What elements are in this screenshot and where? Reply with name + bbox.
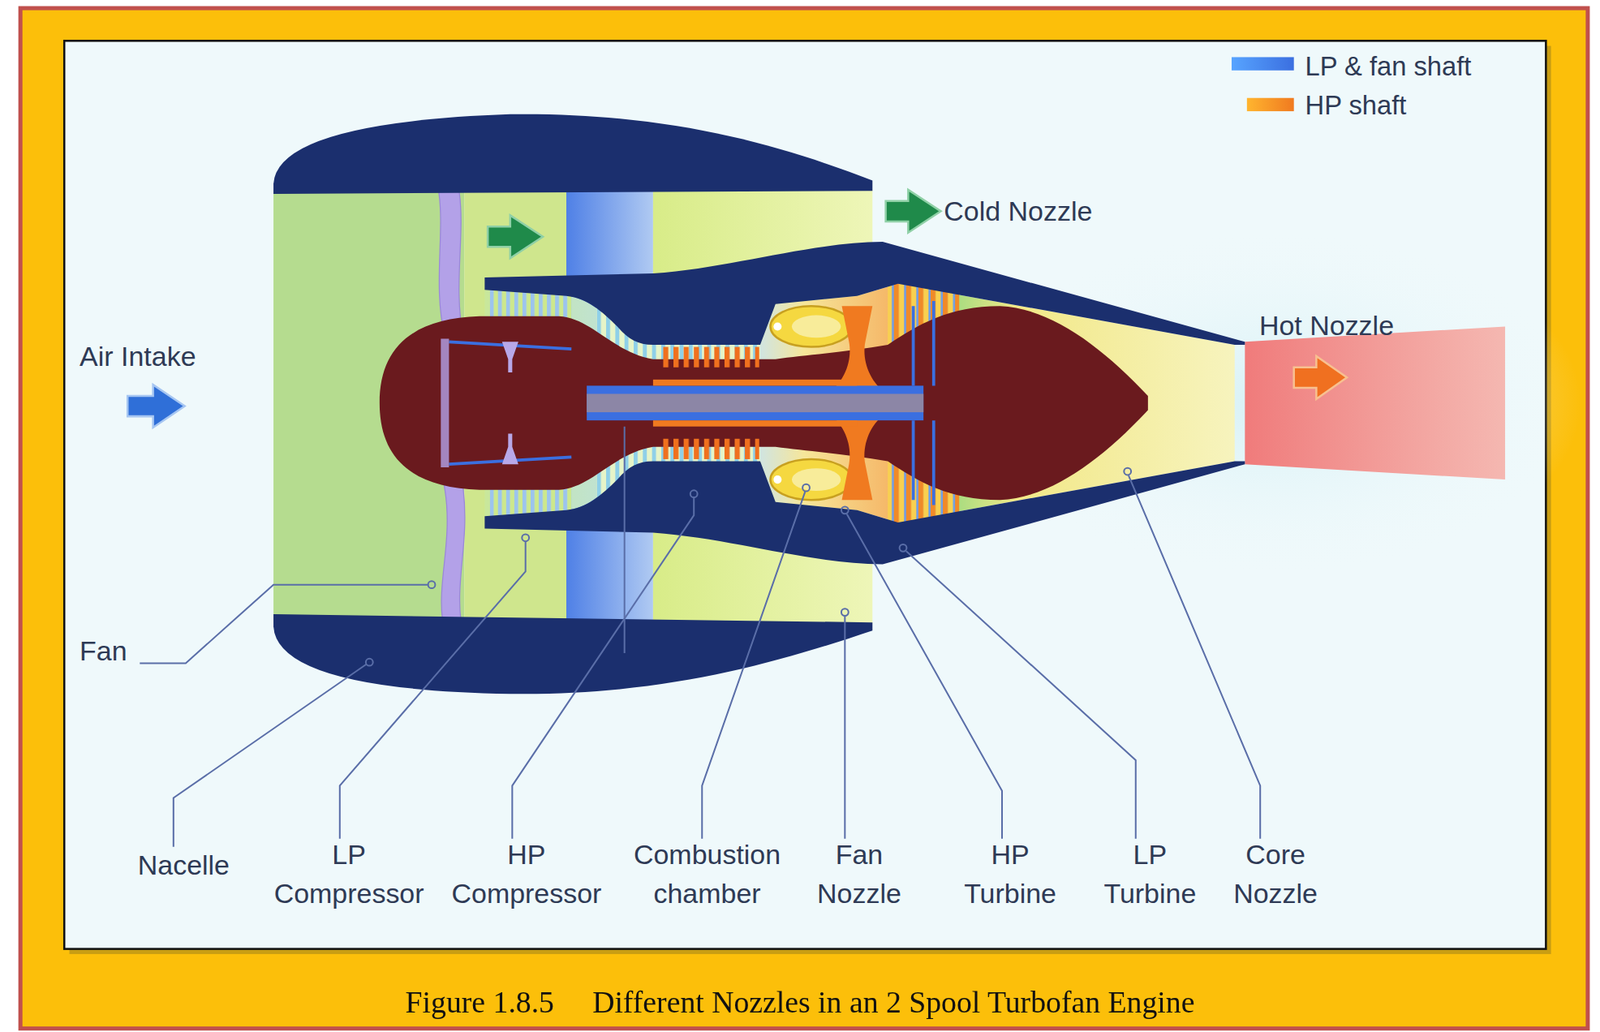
- flow-label: Air Intake: [79, 337, 196, 377]
- nozzle-label: Cold Nozzle: [943, 191, 1093, 231]
- leader-line: [623, 426, 626, 654]
- hp-turbine-disc: [834, 418, 880, 501]
- leader-line: [173, 664, 367, 848]
- legend-swatch: [1247, 98, 1295, 112]
- hp-shaft: [653, 379, 858, 387]
- part-label: Combustion chamber: [623, 835, 792, 914]
- part-label: Nacelle: [111, 846, 255, 886]
- leader-line: [139, 584, 429, 664]
- leader-dot: [428, 580, 436, 589]
- part-label: LP Turbine: [1093, 835, 1206, 914]
- part-label: LP Compressor: [264, 835, 434, 914]
- hot-exhaust-plume: [1244, 326, 1506, 480]
- combustor-flame: [791, 315, 841, 339]
- fuel-nozzle: [773, 322, 782, 331]
- leader-line: [339, 541, 526, 839]
- legend-swatch: [1231, 56, 1295, 70]
- leader-line: [511, 498, 694, 839]
- cold-flow-arrow: [886, 189, 942, 233]
- part-label: Fan Nozzle: [803, 835, 916, 914]
- leader-dot: [1123, 468, 1132, 476]
- leader-dot: [521, 533, 530, 542]
- lp-shaft: [586, 385, 924, 421]
- part-label: HP Turbine: [954, 835, 1067, 914]
- leader-dot: [365, 658, 374, 667]
- leader-dot: [841, 506, 849, 514]
- leader-line: [843, 616, 846, 839]
- part-label: Core Nozzle: [1219, 835, 1332, 914]
- hp-shaft: [653, 420, 858, 427]
- fuel-nozzle: [773, 475, 782, 484]
- hp-compressor-disc: [661, 438, 760, 460]
- shaft-core: [586, 393, 924, 413]
- combustor-can: [770, 459, 853, 500]
- leader-dot: [802, 484, 810, 492]
- hp-turbine-disc: [834, 305, 880, 388]
- part-label: HP Compressor: [442, 835, 611, 914]
- air-intake-arrow: [127, 384, 185, 428]
- legend-label: LP & fan shaft: [1305, 47, 1472, 87]
- lp-spool-link: [448, 341, 572, 465]
- fan-hub: [440, 339, 449, 468]
- leader-dot: [690, 490, 698, 498]
- combustor-can: [770, 305, 853, 347]
- legend-label: HP shaft: [1305, 86, 1407, 125]
- hp-compressor-disc: [661, 347, 760, 368]
- leader-line: [1128, 475, 1261, 839]
- lp-compressor-disc: [502, 341, 519, 373]
- nozzle-label: Hot Nozzle: [1259, 305, 1394, 345]
- combustor-flame: [791, 468, 841, 491]
- leader-line: [906, 550, 1136, 839]
- engine-hub: [379, 305, 1149, 500]
- leader-dot: [841, 608, 849, 616]
- figure-caption: Figure 1.8.5 Different Nozzles in an 2 S…: [0, 981, 1600, 1023]
- leader-dot: [899, 544, 908, 552]
- bypass-flow-arrow: [487, 215, 543, 259]
- nacelle: [273, 614, 873, 694]
- nacelle: [273, 114, 873, 194]
- leader-line: [847, 514, 1003, 839]
- leader-line: [701, 491, 805, 839]
- part-label: Fan: [79, 631, 128, 671]
- hot-flow-arrow: [1294, 356, 1347, 400]
- lp-compressor-disc: [502, 434, 519, 465]
- page-frame: [20, 8, 1588, 1029]
